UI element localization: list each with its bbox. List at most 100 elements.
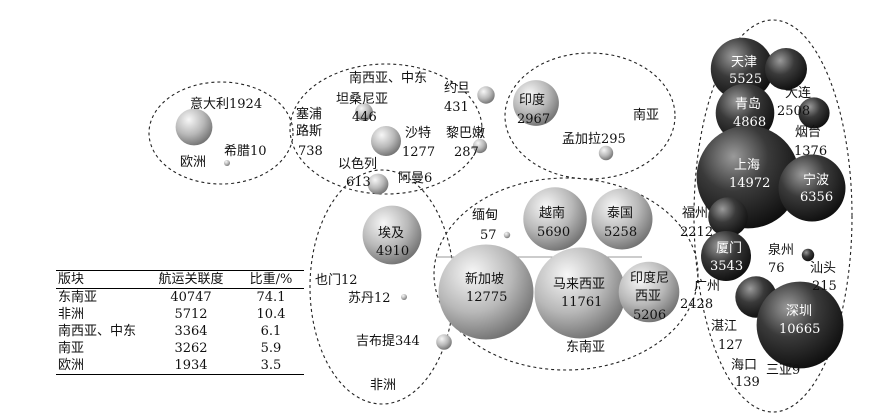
label-shantou-value: 215 <box>812 279 837 294</box>
label-cyprus-b: 路斯 <box>296 123 322 139</box>
label-quanzhou-name: 泉州 <box>768 242 794 258</box>
label-tianjin-name: 天津 <box>731 55 757 70</box>
label-haikou-value: 139 <box>735 375 760 390</box>
label-yantai-name: 烟台 <box>795 125 821 140</box>
china-ports-outline <box>693 19 853 413</box>
label-thailand-name: 泰国 <box>607 206 633 221</box>
row-block: 东南亚 <box>58 290 98 305</box>
label-greece: 希腊10 <box>224 144 267 159</box>
label-malaysia-name: 马来西亚 <box>553 277 605 292</box>
indonesia-bubble <box>618 261 680 323</box>
label-india-value: 2967 <box>517 112 550 127</box>
label-ningbo-name: 宁波 <box>803 172 829 188</box>
seasia-group-outline <box>433 177 699 371</box>
label-indonesia-value: 5206 <box>633 308 666 323</box>
label-mideast-group: 南西亚、中东 <box>349 70 427 86</box>
label-shenzhen-value: 10665 <box>779 322 820 337</box>
india-bubble <box>513 80 559 126</box>
label-israel-value: 613 <box>346 175 371 190</box>
label-italy: 意大利1924 <box>190 96 262 112</box>
label-qingdao-value: 4868 <box>733 115 766 130</box>
jordan-bubble <box>477 86 495 104</box>
label-xiamen-name: 厦门 <box>716 241 742 256</box>
label-tanzania-name: 坦桑尼亚 <box>336 92 388 107</box>
label-jordan-value: 431 <box>444 100 469 115</box>
label-xiamen-value: 3543 <box>710 259 743 274</box>
label-fuzhou-name: 福州 <box>682 206 708 221</box>
label-djibouti: 吉布提344 <box>356 333 420 349</box>
shenzhen-bubble <box>756 281 844 369</box>
label-quanzhou-value: 76 <box>768 261 785 276</box>
label-qingdao-name: 青岛 <box>735 96 761 112</box>
saudi-bubble <box>371 126 401 156</box>
label-tanzania-value: 446 <box>352 110 377 125</box>
label-egypt-value: 4910 <box>376 244 409 259</box>
tanzania-bubble <box>355 103 373 121</box>
row-share: 5.9 <box>260 341 282 356</box>
label-singapore-name: 新加坡 <box>465 271 504 287</box>
header-block: 版块 <box>58 272 85 287</box>
djibouti-bubble <box>436 334 452 350</box>
label-lebanon-name: 黎巴嫩 <box>446 126 485 141</box>
label-cyprus: 塞浦 <box>296 106 322 122</box>
summary-table-wrap: 版块 航运关联度 比重/% 东南亚 40747 74.1 非洲 5712 10.… <box>56 270 304 375</box>
label-sanya: 三亚9 <box>766 363 800 378</box>
label-shanghai-value: 14972 <box>729 176 770 191</box>
label-europe-group: 欧洲 <box>180 155 206 170</box>
dalian-bubble <box>765 48 807 90</box>
summary-table: 版块 航运关联度 比重/% 东南亚 40747 74.1 非洲 5712 10.… <box>56 270 304 375</box>
table-header-row: 版块 航运关联度 比重/% <box>56 270 304 289</box>
sudan-bubble <box>401 294 407 300</box>
row-share: 10.4 <box>256 307 286 322</box>
tianjin-bubble <box>710 37 774 101</box>
label-singapore-value: 12775 <box>466 290 507 305</box>
table-row: 南亚 3262 5.9 <box>56 340 304 357</box>
vietnam-bubble <box>523 187 587 251</box>
fuzhou-bubble <box>708 197 748 237</box>
label-seasia-group: 东南亚 <box>566 339 605 355</box>
greece-bubble <box>224 160 230 166</box>
italy-bubble <box>175 108 213 146</box>
row-linkage: 1934 <box>174 358 208 373</box>
label-shanghai-name: 上海 <box>734 158 760 173</box>
europe-group-outline <box>148 81 294 185</box>
row-linkage: 3364 <box>174 324 208 339</box>
label-tianjin-value: 5525 <box>729 72 762 87</box>
label-cyprus-value: 738 <box>298 144 323 159</box>
table-row: 非洲 5712 10.4 <box>56 306 304 323</box>
label-shenzhen-name: 深圳 <box>786 304 812 319</box>
label-zhanjiang-name: 湛江 <box>711 319 737 334</box>
table-row: 南西亚、中东 3364 6.1 <box>56 323 304 340</box>
label-jordan-name: 约旦 <box>444 81 470 96</box>
label-lebanon-value: 287 <box>454 145 479 160</box>
singapore-bubble <box>438 244 534 340</box>
label-africa-group: 非洲 <box>370 378 396 393</box>
row-block: 非洲 <box>58 307 85 322</box>
row-block: 南西亚、中东 <box>58 324 137 339</box>
label-yantai-value: 1376 <box>794 144 827 159</box>
lebanon-bubble <box>472 138 488 154</box>
label-vietnam-name: 越南 <box>539 205 565 221</box>
label-zhanjiang-value: 127 <box>718 338 743 353</box>
label-sudan: 苏丹12 <box>348 290 391 306</box>
row-share: 3.5 <box>260 358 282 373</box>
myanmar-bubble <box>503 231 511 239</box>
table-row: 东南亚 40747 74.1 <box>56 289 304 307</box>
yantai-bubble <box>798 97 830 129</box>
row-block: 南亚 <box>58 341 85 356</box>
label-guangzhou-value: 2428 <box>680 297 713 312</box>
label-indonesia-b: 西亚 <box>635 289 661 304</box>
row-share: 6.1 <box>260 324 282 339</box>
row-block: 欧洲 <box>58 358 85 373</box>
header-share: 比重/% <box>249 272 293 287</box>
label-yemen: 也门12 <box>315 273 358 288</box>
label-india-name: 印度 <box>519 92 545 108</box>
label-indonesia-a: 印度尼 <box>630 270 669 286</box>
header-shipping-linkage: 航运关联度 <box>158 272 224 287</box>
shantou-bubble <box>801 248 815 262</box>
label-myanmar-value: 57 <box>480 228 497 243</box>
southasia-group-outline <box>504 52 676 180</box>
label-vietnam-value: 5690 <box>537 225 570 240</box>
label-saudi-name: 沙特 <box>405 126 431 141</box>
